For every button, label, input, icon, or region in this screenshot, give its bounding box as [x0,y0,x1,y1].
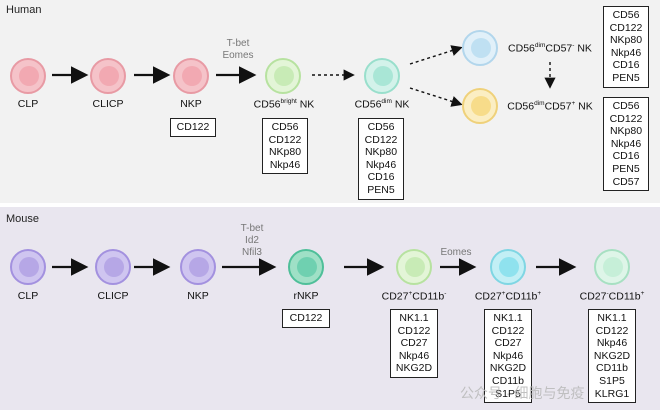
cell-nkp [173,58,209,94]
mouse-label-clicp: CLICP [97,290,129,302]
mouse-label-clp: CLP [17,290,39,302]
watermark: 公众号 · 细胞与免疫 [460,385,585,401]
cell-cd56dim [364,58,400,94]
mouse-panel-title: Mouse [6,213,40,225]
arrow-dim-cd57pos [409,87,463,107]
mouse-cell-cd27n11bp [594,249,630,285]
label-clicp: CLICP [92,98,124,110]
label-clp: CLP [17,98,39,110]
mouse-cell-nkp [180,249,216,285]
label-cd56dim: CD56dim NK [354,98,410,111]
mouse-label-cd27n11bp: CD27-CD11b+ [579,290,645,303]
mouse-cell-rnkp [288,249,324,285]
human-arrows [52,45,556,107]
label-cd57pos: CD56dimCD57+ NK [507,100,593,113]
cell-clicp [90,58,126,94]
mouse-cell-cd27p11bneg [396,249,432,285]
label-nkp: NKP [180,98,202,110]
mouse-label-nkp: NKP [187,290,209,302]
mouse-tf-labels-2: Eomes [440,247,472,258]
human-panel-title: Human [6,4,42,16]
mouse-panel: Mouse CLP CLICP NKP rNKP CD27+CD11b- CD2… [0,207,660,410]
label-cd57neg: CD56dimCD57- NK [508,42,592,55]
mouse-cell-clicp [95,249,131,285]
box-mouse-rnkp: CD122 [282,309,330,328]
mouse-label-rnkp: rNKP [293,290,319,302]
cell-clp [10,58,46,94]
mouse-cell-clp [10,249,46,285]
mouse-label-cd27p11bneg: CD27+CD11b- [381,290,447,303]
human-panel: Human CLP CLICP NKP CD56bright NK CD56di… [0,0,660,203]
cell-cd57pos [462,88,498,124]
mouse-arrows [52,258,577,276]
cell-cd56bright [265,58,301,94]
mouse-label-cd27p11bp: CD27+CD11b+ [474,290,542,303]
mouse-cell-cd27p11bp [490,249,526,285]
label-cd56bright: CD56bright NK [253,98,315,111]
box-human-nkp: CD122 [170,118,216,137]
cell-cd57neg [462,30,498,66]
arrow-dim-cd57neg [409,45,463,65]
